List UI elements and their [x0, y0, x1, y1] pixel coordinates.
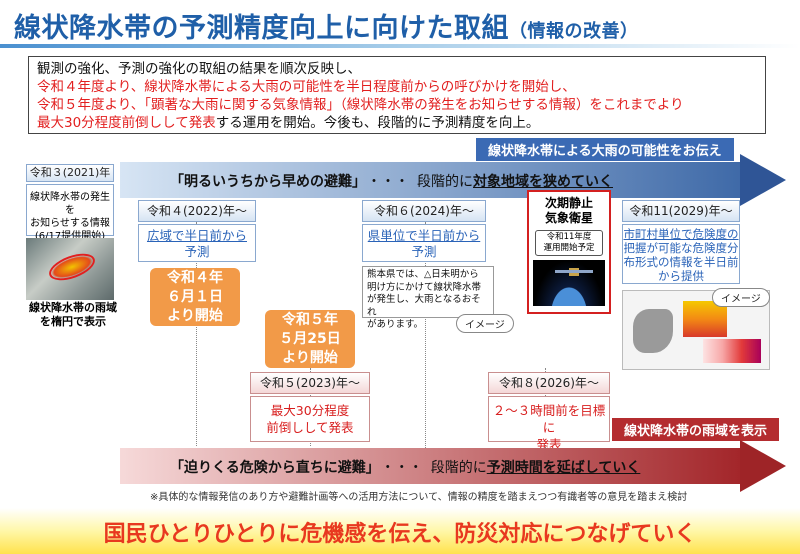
r8-header: 令和８(2026)年～	[488, 372, 610, 394]
satellite-box: 次期静止気象衛星 令和11年度運用開始予定	[527, 190, 611, 314]
r6-image-label: イメージ	[456, 314, 514, 333]
page-title: 線状降水帯の予測精度向上に向けた取組（情報の改善）	[14, 6, 639, 45]
top-banner: 線状降水帯による大雨の可能性をお伝え	[476, 138, 734, 161]
r3-info-box: 線状降水帯の発生をお知らせする情報(6/17提供開始)	[26, 184, 114, 236]
r5-info-box: 最大30分程度前倒しして発表	[250, 396, 370, 442]
r11-info-box: 市町村単位で危険度の 把握が可能な危険度分 布形式の情報を半日前 から提供	[622, 224, 740, 284]
intro-line-3: 令和５年度より、「顕著な大雨に関する気象情報」（線状降水帯の発生をお知らせする情…	[37, 96, 757, 114]
top-arrow-head	[740, 154, 786, 206]
r4-header: 令和４(2022)年～	[138, 200, 256, 222]
r5-header: 令和５(2023)年～	[250, 372, 370, 394]
bottom-banner: 線状降水帯の雨域を表示	[612, 418, 779, 441]
bottom-arrow-head	[740, 440, 786, 492]
r6-sample-notice: 熊本県では、△日未明から明け方にかけて線状降水帯が発生し、大雨となるおそれがあり…	[362, 266, 494, 318]
bottom-message: 国民ひとりひとりに危機感を伝え、防災対応につなげていく	[0, 516, 800, 548]
top-arrow-text: 「明るいうちから早めの避難」・・・段階的に対象地域を狭めていく	[170, 171, 613, 191]
r3-caption: 線状降水帯の雨域を楕円で表示	[26, 301, 120, 329]
rain-ellipse-icon	[46, 248, 99, 285]
intro-line-4: 最大30分程度前倒しして発表する運用を開始。今後も、段階的に予測精度を向上。	[37, 114, 757, 132]
title-divider	[0, 44, 800, 48]
bottom-arrow-text: 「迫りくる危険から直ちに避難」・・・段階的に予測時間を延ばしていく	[170, 457, 640, 477]
r6-header: 令和６(2024)年～	[362, 200, 486, 222]
r3-radar-image	[26, 238, 114, 300]
r8-info-box: ２～３時間前を目標に発表	[488, 396, 610, 442]
r11-image-label: イメージ	[712, 288, 770, 307]
r6-info-box: 県単位で半日前から 予測	[362, 224, 486, 262]
satellite-icon	[533, 260, 605, 306]
footnote: ※具体的な情報発信のあり方や避難計画等への活用方法について、情報の精度を踏まえつ…	[150, 488, 687, 503]
r3-header: 令和３(2021)年	[26, 164, 114, 182]
r11-header: 令和11(2029)年～	[622, 200, 740, 222]
r4-info-box: 広域で半日前から 予測	[138, 224, 256, 262]
intro-line-2: 令和４年度より、線状降水帯による大雨の可能性を半日程度前からの呼びかけを開始し、	[37, 78, 757, 96]
intro-line-1: 観測の強化、予測の強化の取組の結果を順次反映し、	[37, 60, 757, 78]
intro-box: 観測の強化、予測の強化の取組の結果を順次反映し、 令和４年度より、線状降水帯によ…	[28, 56, 766, 134]
